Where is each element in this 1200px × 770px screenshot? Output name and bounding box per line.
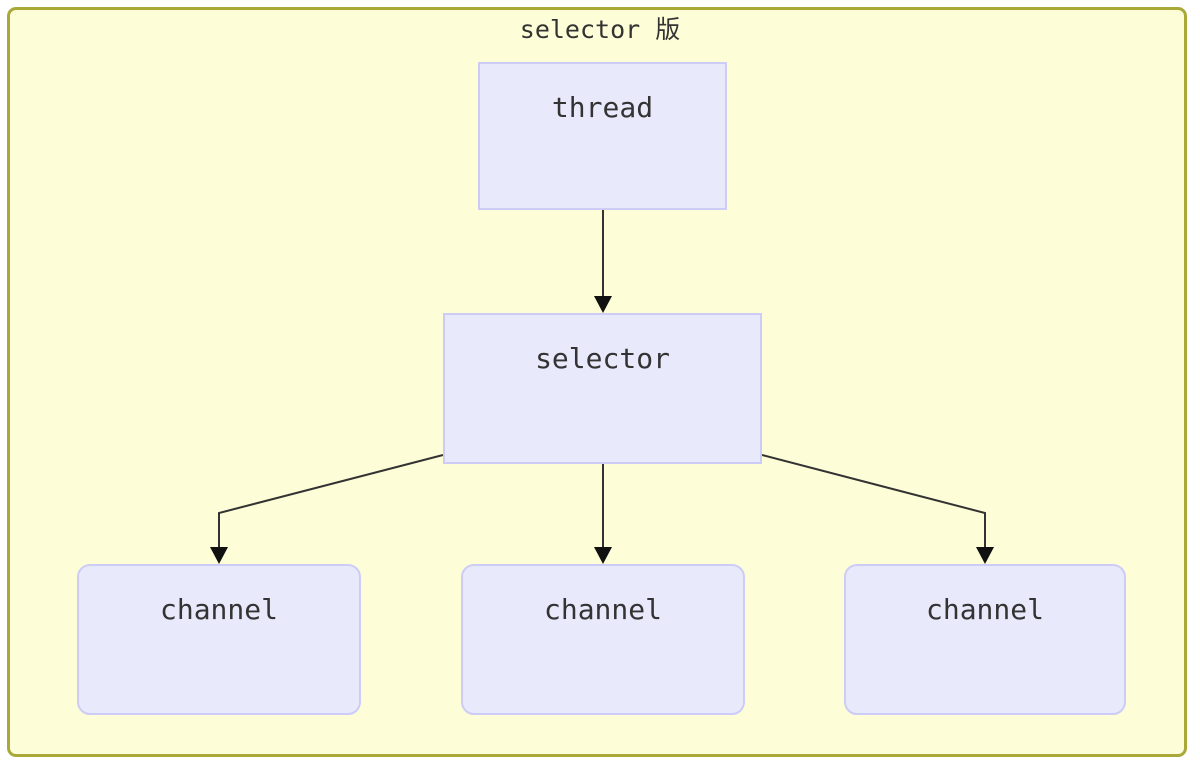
- subgraph-title: selector 版: [519, 15, 681, 44]
- node-selector[interactable]: selector: [443, 313, 762, 464]
- node-channel-3[interactable]: channel: [844, 564, 1126, 715]
- node-thread[interactable]: thread: [478, 62, 727, 210]
- node-selector-label: selector: [535, 342, 670, 375]
- node-channel-2-label: channel: [543, 593, 662, 626]
- node-thread-label: thread: [551, 91, 654, 124]
- node-channel-1-label: channel: [159, 593, 278, 626]
- node-channel-2[interactable]: channel: [461, 564, 745, 715]
- node-channel-3-label: channel: [925, 593, 1044, 626]
- node-channel-1[interactable]: channel: [77, 564, 361, 715]
